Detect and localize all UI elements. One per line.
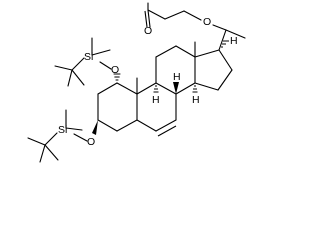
atom-label-c1-oxygen: O [111, 64, 119, 76]
tbs-group-c1 [54, 37, 121, 87]
atom-label-h14: H [192, 94, 200, 106]
chemical-structure: O O O O Si Si H H H H [27, 2, 246, 163]
atom-label-h9: H [152, 94, 160, 106]
atom-label-c3-oxygen: O [87, 136, 95, 148]
double-bond-c5-c6 [157, 125, 177, 137]
carbonyl-double-bond [144, 10, 148, 28]
side-chain [144, 2, 246, 51]
atom-label-h17: H [230, 35, 238, 47]
atom-label-h8: H [173, 71, 181, 83]
atom-label-silicon-1: Si [84, 51, 93, 63]
stereo-hydrogens [153, 40, 229, 94]
ring-a [97, 82, 138, 132]
atom-label-ketone-oxygen: O [144, 25, 152, 37]
ring-c [155, 45, 196, 95]
ring-b [136, 82, 177, 137]
atom-label-silicon-3: Si [58, 124, 67, 136]
atom-label-ether-oxygen: O [203, 16, 211, 28]
ring-d [194, 49, 233, 91]
tbs-group-c3 [27, 109, 98, 163]
